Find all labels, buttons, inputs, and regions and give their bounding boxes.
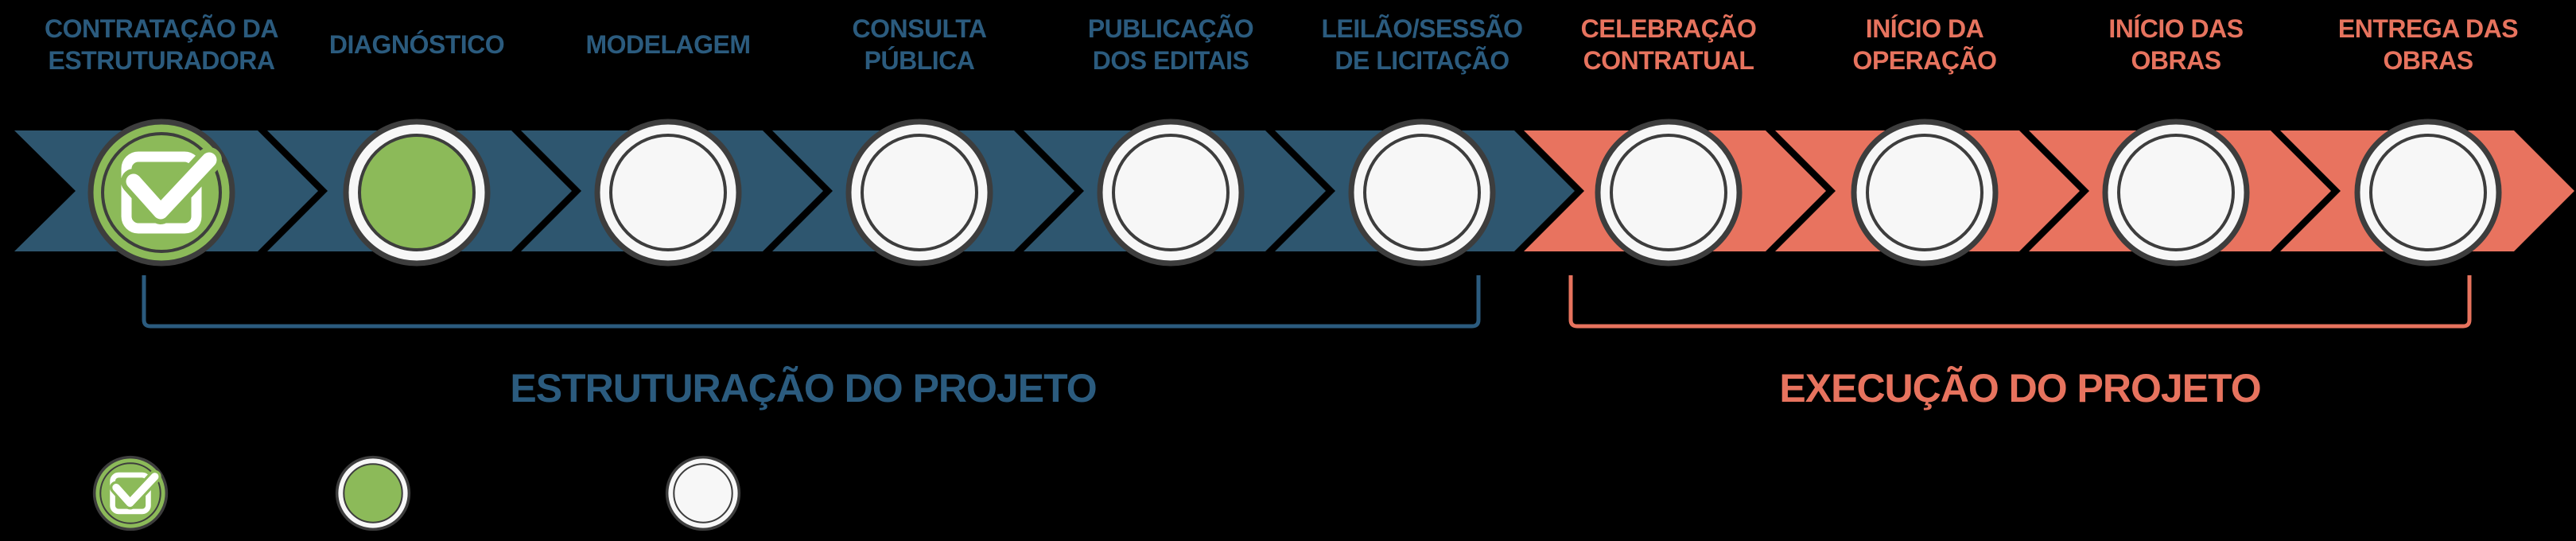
legend-item-pending bbox=[665, 455, 741, 531]
stage-circle-2 bbox=[343, 119, 491, 267]
stage-circle-9 bbox=[2102, 119, 2250, 267]
band-phase-estruturacao bbox=[14, 130, 1575, 251]
stage-circle-4 bbox=[845, 119, 993, 267]
stage-circle-8 bbox=[1851, 119, 1999, 267]
legend-item-active bbox=[335, 455, 411, 531]
legend bbox=[92, 455, 741, 531]
stage-label-diagnostico: DIAGNÓSTICO bbox=[328, 30, 505, 59]
stage-circle-7 bbox=[1595, 119, 1743, 267]
stage-circles bbox=[87, 119, 2502, 267]
legend-item-done bbox=[92, 455, 169, 531]
phase-title-execucao: EXECUÇÃO DO PROJETO bbox=[1779, 366, 2261, 411]
bracket-execucao bbox=[1568, 275, 2472, 329]
stage-circle-10 bbox=[2354, 119, 2502, 267]
stage-circle-6 bbox=[1348, 119, 1496, 267]
phase-title-estruturacao: ESTRUTURAÇÃO DO PROJETO bbox=[510, 366, 1097, 411]
bracket-estruturacao bbox=[142, 275, 1481, 329]
stage-label-modelagem: MODELAGEM bbox=[585, 30, 751, 59]
stage-circle-5 bbox=[1097, 119, 1245, 267]
stage-circle-1 bbox=[87, 119, 235, 267]
stage-circle-3 bbox=[594, 119, 742, 267]
